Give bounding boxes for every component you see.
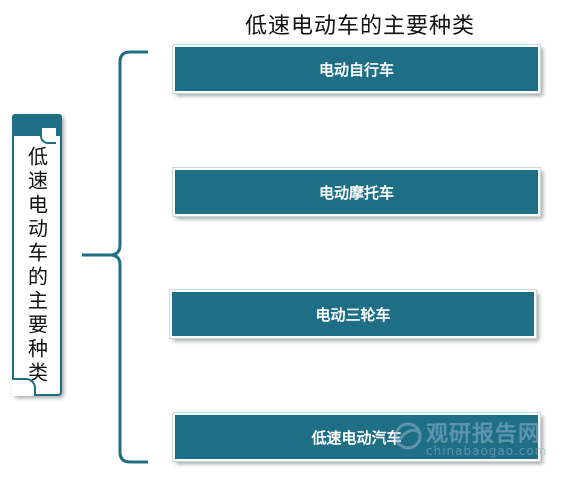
bracket-upper-arm [82,50,148,257]
category-box-3: 电动三轮车 [169,289,537,339]
watermark: 观研报告网 chinabaogao.com [388,414,558,464]
root-category-label: 低速电动车的主要种类 [24,146,49,386]
watermark-en: chinabaogao.com [426,444,548,458]
category-box-2: 电动摩托车 [172,167,541,217]
bracket-lower-arm [109,253,148,464]
page-curl-icon [12,378,36,396]
root-category-card: 低速电动车的主要种类 [12,114,62,396]
watermark-cn: 观研报告网 [426,422,542,447]
category-box-1: 电动自行车 [172,44,541,94]
category-box-4: 低速电动汽车 [172,412,541,462]
page-fold-icon [40,128,56,144]
diagram-title: 低速电动车的主要种类 [244,14,475,39]
watermark-logo-icon [394,422,422,450]
